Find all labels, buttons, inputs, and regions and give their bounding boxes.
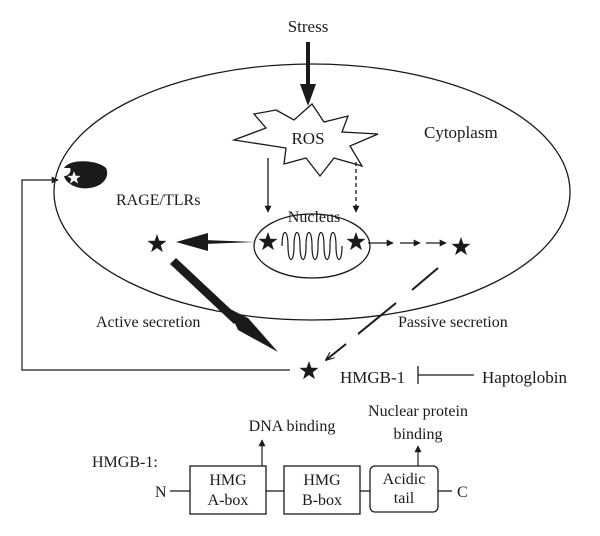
stress-label: Stress — [288, 17, 329, 36]
nuclear-binding-label-line1: Nuclear protein — [368, 403, 468, 420]
passive-secretion-arrow-1 — [411, 267, 439, 291]
active-secretion-arrow-head — [228, 308, 278, 352]
hmgb1-star-nucleus-right — [346, 232, 366, 251]
domain-b-box — [283, 465, 361, 515]
domain-a-box — [189, 465, 267, 515]
active-translocation-arrow-head — [176, 233, 208, 251]
receptor-shape — [64, 161, 108, 189]
ros-burst — [231, 103, 379, 178]
structure-title: HMGB-1: — [92, 454, 158, 471]
hmgb1-star-nucleus-left — [258, 232, 278, 251]
cytoplasm-label: Cytoplasm — [424, 123, 498, 142]
active-secretion-label: Active secretion — [96, 314, 200, 331]
domain-a-box-line1: HMG — [209, 472, 247, 489]
c-terminus-label: C — [457, 484, 468, 501]
ros-label: ROS — [291, 129, 324, 148]
domain-acidic-tail — [369, 465, 439, 513]
haptoglobin-label: Haptoglobin — [482, 368, 567, 387]
receptor-feedback-arrow — [21, 176, 290, 371]
hmgb1-star-cytoplasm-right — [451, 237, 471, 256]
domain-b-box-line2: B-box — [302, 492, 342, 509]
nucleus-label: Nucleus — [288, 209, 340, 226]
dna-coil — [281, 231, 343, 261]
dna-binding-label: DNA binding — [249, 418, 336, 435]
active-translocation-arrow — [204, 240, 256, 244]
hmgb1-star-extracellular — [299, 361, 319, 380]
n-terminus-label: N — [155, 484, 167, 501]
domain-acidic-tail-line2: tail — [394, 490, 415, 507]
domain-b-box-line1: HMG — [303, 472, 341, 489]
receptor-bound-star — [67, 171, 81, 184]
nuclear-binding-label-line2: binding — [394, 426, 443, 443]
active-secretion-arrow — [170, 258, 240, 324]
passive-secretion-arrow-3 — [326, 343, 347, 360]
domain-acidic-tail-line1: Acidic — [383, 471, 426, 488]
stress-arrow-head — [300, 84, 316, 106]
hmgb1-label: HMGB-1 — [340, 368, 405, 387]
passive-secretion-arrow-2 — [357, 302, 397, 335]
hmgb1-star-cytoplasm-left — [147, 234, 167, 253]
receptor-label: RAGE/TLRs — [116, 192, 200, 209]
passive-secretion-label: Passive secretion — [398, 314, 508, 331]
domain-a-box-line2: A-box — [208, 492, 249, 509]
cell-membrane — [53, 63, 571, 321]
